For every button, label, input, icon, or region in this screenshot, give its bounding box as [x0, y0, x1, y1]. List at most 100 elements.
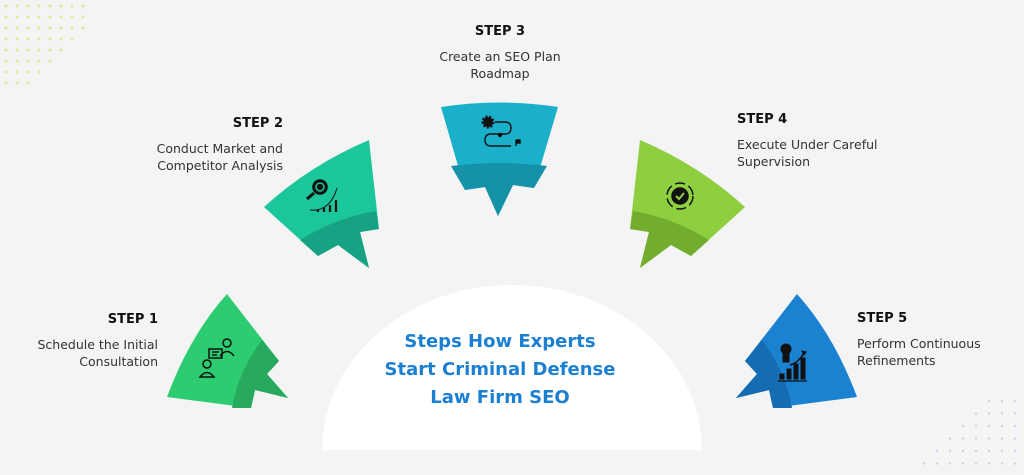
dot: [987, 399, 991, 403]
decorative-dots: [4, 4, 1017, 465]
dot: [37, 70, 41, 74]
step-4-wedge: [630, 140, 745, 268]
dot: [59, 26, 63, 30]
roadmap-icon: [481, 115, 521, 147]
step-5-wedge: [736, 294, 857, 408]
dot: [1000, 462, 1004, 465]
step-1-wedge: [167, 294, 288, 408]
dot: [26, 81, 30, 85]
dot: [4, 26, 8, 30]
dot: [1000, 412, 1004, 415]
dot: [15, 81, 19, 85]
dot: [70, 15, 74, 19]
step-3-wedge: [441, 102, 558, 216]
dot: [15, 70, 19, 74]
dot: [1000, 449, 1004, 453]
dot: [1013, 449, 1017, 453]
step-2-wedge: [264, 140, 379, 268]
dot: [59, 37, 63, 41]
dot: [48, 48, 52, 52]
dot: [948, 462, 952, 465]
execution-gear-icon: [666, 182, 694, 210]
dot: [1013, 462, 1017, 465]
dot: [961, 462, 965, 465]
dot: [37, 37, 41, 41]
dot: [987, 462, 991, 465]
dot: [26, 59, 30, 63]
dot: [48, 59, 52, 63]
dot: [974, 449, 978, 453]
dot: [1000, 437, 1004, 440]
dot: [4, 48, 8, 52]
dot: [987, 412, 991, 415]
dot: [26, 4, 30, 8]
dot: [15, 26, 19, 30]
dot: [70, 26, 74, 30]
dot: [961, 449, 965, 453]
dot: [70, 4, 74, 8]
diagram-title: Steps How Experts Start Criminal Defense…: [384, 331, 616, 408]
dot: [948, 437, 952, 440]
dot: [974, 462, 978, 465]
dot: [48, 37, 52, 41]
dot: [26, 37, 30, 41]
dot: [81, 26, 85, 30]
dot: [59, 15, 63, 19]
consultation-icon: [198, 338, 235, 378]
dot: [48, 26, 52, 30]
dot: [987, 449, 991, 453]
dot: [48, 15, 52, 19]
dot: [37, 59, 41, 63]
dot: [974, 424, 978, 428]
dot: [70, 37, 74, 41]
dot: [4, 81, 8, 85]
dot: [935, 462, 939, 465]
dot: [961, 424, 965, 428]
dot: [37, 26, 41, 30]
dot: [935, 449, 939, 453]
dot: [1013, 424, 1017, 428]
dot: [4, 59, 8, 63]
dot: [987, 424, 991, 428]
dot: [26, 48, 30, 52]
dot: [59, 48, 63, 52]
dot: [974, 437, 978, 440]
dot: [26, 15, 30, 19]
dot: [961, 437, 965, 440]
dot: [81, 15, 85, 19]
dot: [37, 4, 41, 8]
dot: [81, 4, 85, 8]
dot: [15, 48, 19, 52]
dot: [37, 48, 41, 52]
dot: [37, 15, 41, 19]
dot: [15, 4, 19, 8]
dot: [26, 70, 30, 74]
dot: [974, 412, 978, 415]
dot: [987, 437, 991, 440]
analysis-icon: [306, 179, 338, 212]
dot: [1000, 399, 1004, 403]
dot: [26, 26, 30, 30]
dot: [4, 15, 8, 19]
dot: [15, 37, 19, 41]
step-label: STEP 4: [737, 112, 788, 127]
dot: [948, 449, 952, 453]
dot: [4, 4, 8, 8]
dot: [922, 462, 926, 465]
dot: [1013, 437, 1017, 440]
step-label: STEP 1: [107, 312, 158, 327]
step-label: STEP 5: [857, 311, 908, 326]
growth-chart-icon: [778, 343, 807, 382]
dot: [1013, 399, 1017, 403]
